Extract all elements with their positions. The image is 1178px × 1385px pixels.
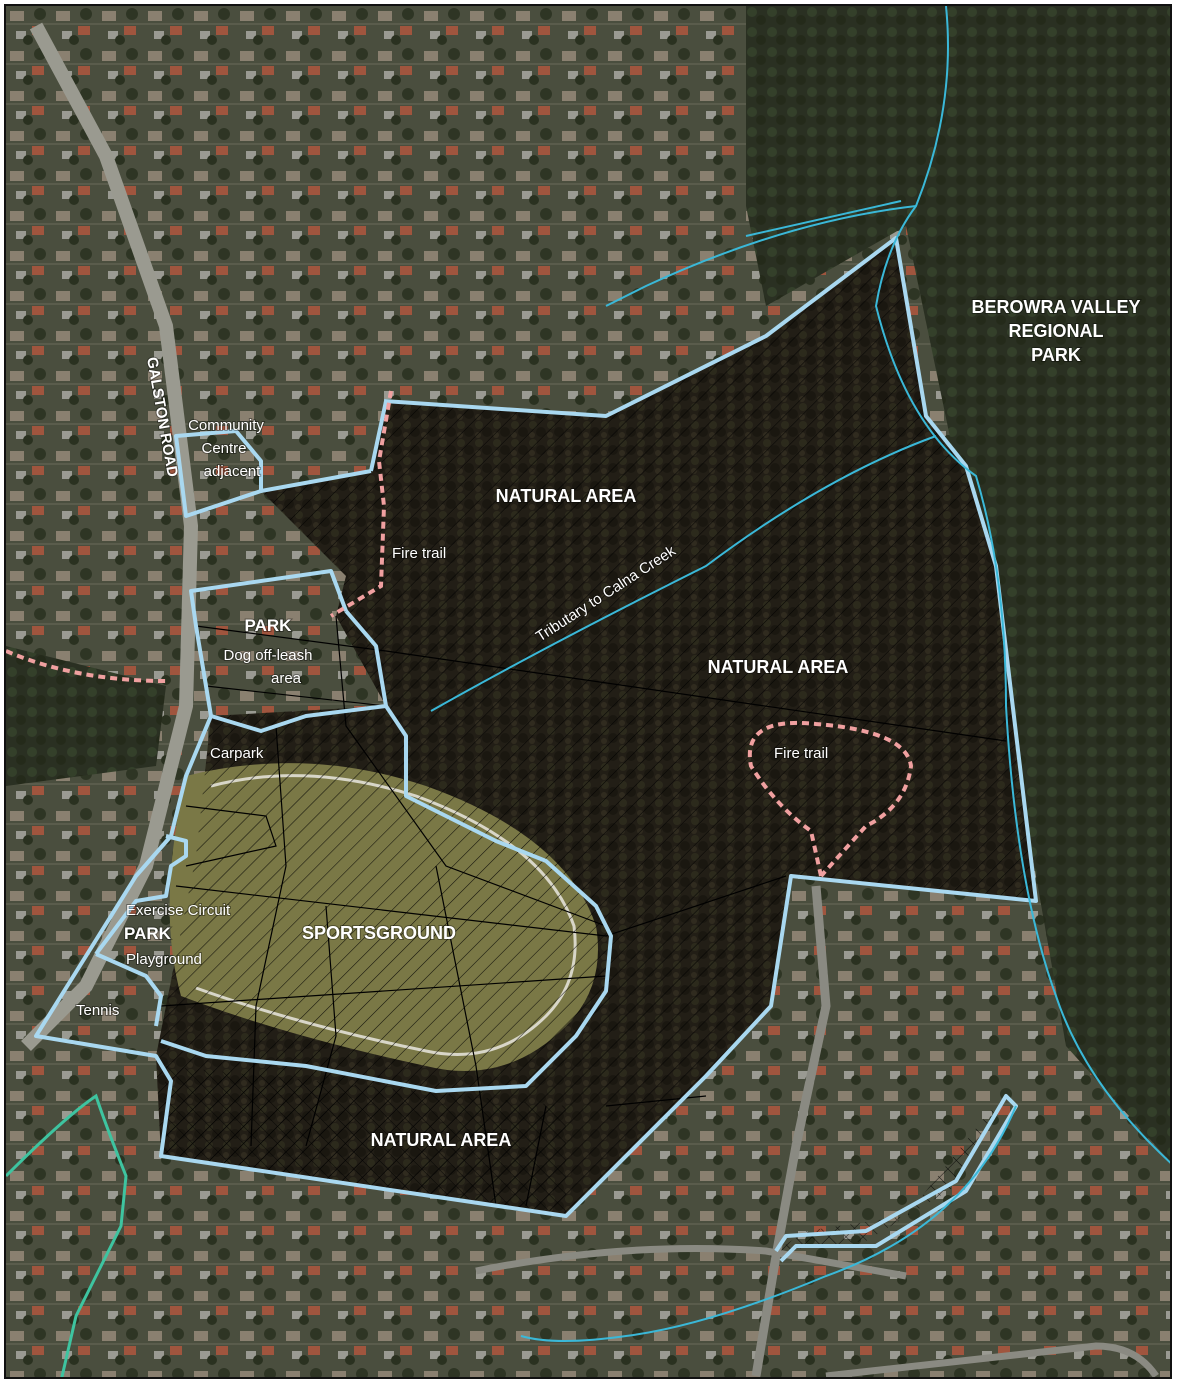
label-regional-park-2: REGIONAL — [1008, 321, 1103, 341]
label-natural-area-north: NATURAL AREA — [496, 486, 637, 506]
waterways — [430, 6, 1170, 1342]
label-regional-park-1: BEROWRA VALLEY — [972, 297, 1141, 317]
label-fire-trail-west: Fire trail — [392, 545, 446, 562]
label-park-south: PARK — [124, 924, 172, 943]
creek-north-branch-2 — [745, 200, 902, 237]
label-playground: Playground — [126, 951, 202, 968]
local-road-southeast — [825, 1342, 1159, 1377]
label-natural-area-south: NATURAL AREA — [371, 1130, 512, 1150]
label-dog-area-2: area — [271, 670, 302, 687]
label-carpark: Carpark — [210, 745, 264, 762]
map-canvas: BEROWRA VALLEY REGIONAL PARK NATURAL ARE… — [6, 6, 1170, 1377]
label-community-3: adjacent — [204, 463, 262, 480]
local-road-south — [475, 1245, 907, 1280]
creek-north-branch — [605, 205, 917, 307]
label-natural-area-east: NATURAL AREA — [708, 657, 849, 677]
fire-trail-east-loop — [747, 721, 914, 878]
reserve-hatching — [156, 238, 1036, 1216]
management-subdivision-lines — [160, 615, 1007, 1207]
local-road — [751, 885, 831, 1377]
label-dog-area-1: Dog off-leash — [224, 647, 313, 664]
label-park-north: PARK — [245, 616, 293, 635]
green-boundary-line — [6, 1093, 128, 1377]
south-crosshatch — [161, 1066, 566, 1216]
label-sportsground: SPORTSGROUND — [302, 923, 456, 943]
label-community-1: Community — [188, 417, 264, 434]
creek-south — [520, 1105, 1017, 1342]
fire-trail-far-west — [6, 649, 167, 683]
regional-park-forest — [746, 6, 1170, 1162]
reserve-boundary — [34, 236, 1038, 1263]
galston-road — [21, 22, 199, 1051]
label-tennis: Tennis — [76, 1002, 119, 1019]
label-regional-park-3: PARK — [1031, 345, 1081, 365]
label-fire-trail-east: Fire trail — [774, 745, 828, 762]
label-community-2: Centre — [201, 440, 246, 457]
aerial-map: BEROWRA VALLEY REGIONAL PARK NATURAL ARE… — [4, 4, 1172, 1379]
label-exercise-circuit: Exercise Circuit — [126, 902, 231, 919]
tributary-calna-creek — [430, 435, 937, 712]
fire-trails — [6, 390, 914, 878]
